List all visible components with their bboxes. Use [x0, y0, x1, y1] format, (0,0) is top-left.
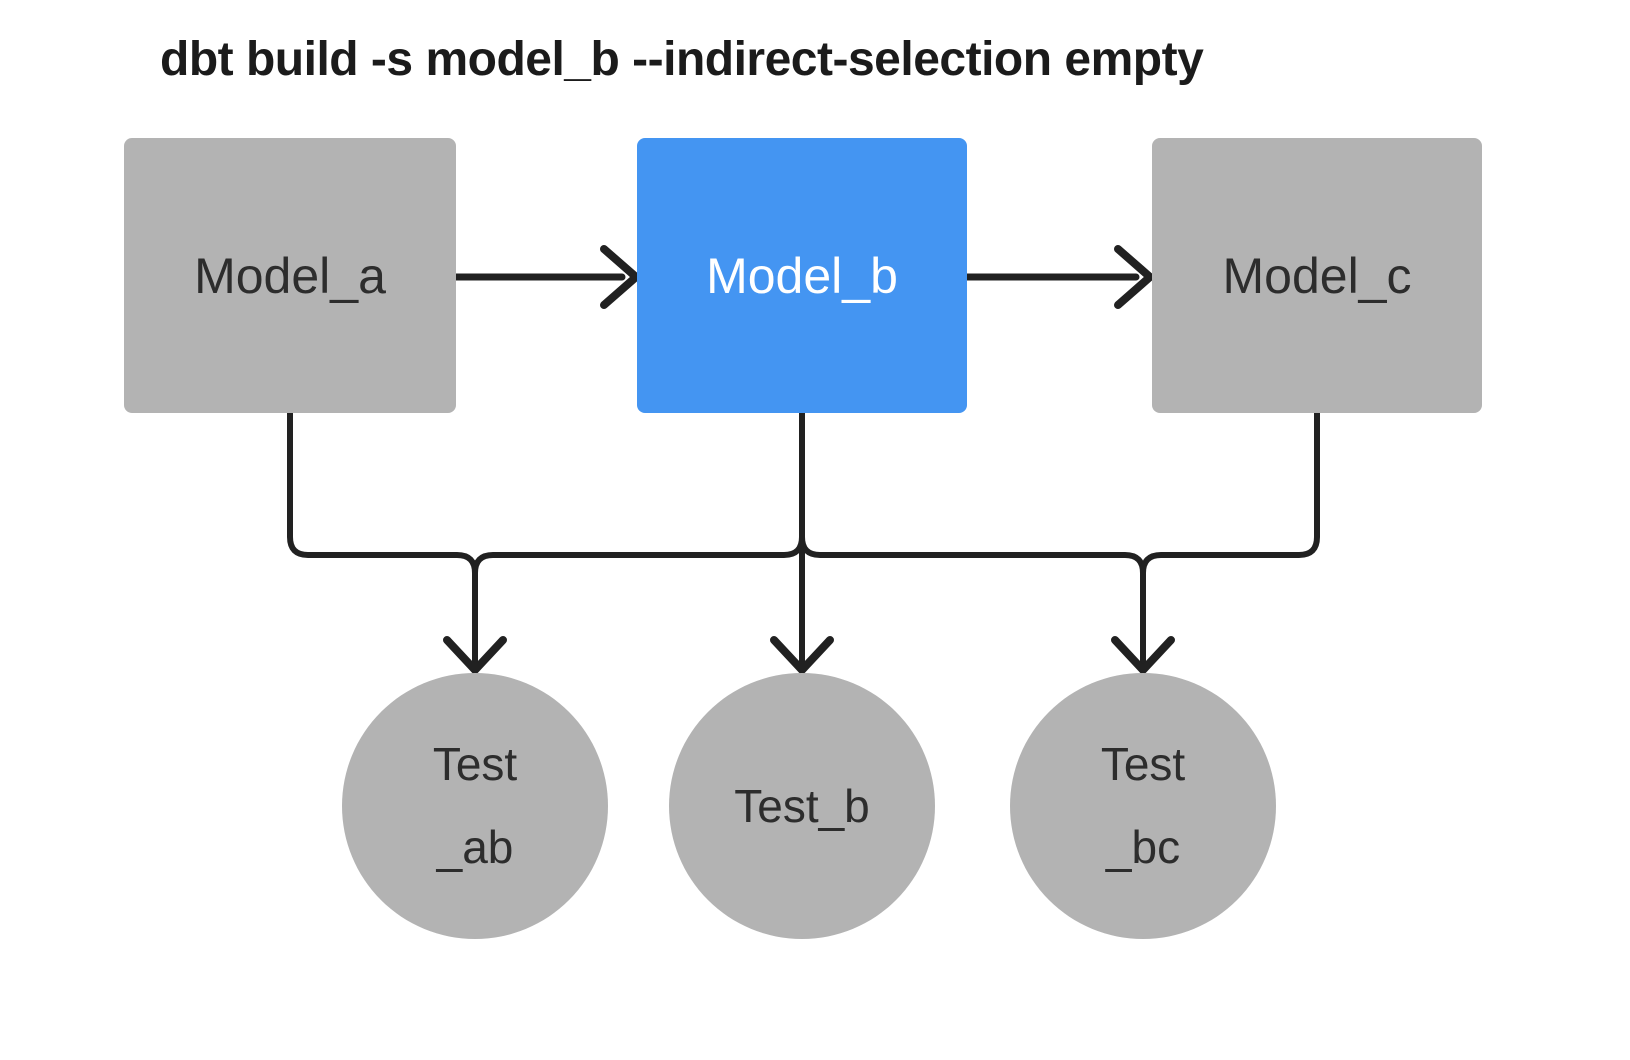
node-test-ab-label-line1: Test — [432, 738, 518, 791]
edge-model-a-to-test-ab — [287, 410, 478, 665]
node-model-a: Model_a — [124, 138, 456, 413]
node-model-b-selected: Model_b — [637, 138, 967, 413]
node-test-bc-label-line1: Test — [1100, 738, 1186, 791]
arrowhead-test-ab-icon — [443, 636, 507, 674]
edge-model-b-to-test-ab — [472, 410, 805, 665]
diagram-title: dbt build -s model_b --indirect-selectio… — [160, 33, 1204, 86]
edge-model-c-to-test-bc — [1140, 410, 1320, 665]
arrowhead-test-b-icon — [770, 636, 834, 674]
arrow-model-b-to-model-c-icon — [963, 245, 1154, 309]
model-to-test-tree — [287, 410, 1320, 674]
node-test-bc-label-line2: _bc — [1105, 821, 1181, 873]
node-test-ab: Test _ab — [342, 673, 608, 939]
arrowhead-test-bc-icon — [1111, 636, 1175, 674]
node-model-c-label: Model_c — [1222, 247, 1412, 304]
node-test-b-label-line1: Test_b — [734, 779, 870, 832]
node-test-bc: Test _bc — [1010, 673, 1276, 939]
edge-model-b-to-test-bc — [799, 410, 1146, 665]
node-model-b-label: Model_b — [706, 247, 898, 304]
node-model-c: Model_c — [1152, 138, 1482, 413]
node-test-ab-label-line2: _ab — [436, 821, 514, 873]
node-model-a-label: Model_a — [194, 247, 386, 304]
arrow-model-a-to-model-b-icon — [452, 245, 640, 309]
node-test-b: Test_b — [669, 673, 935, 939]
